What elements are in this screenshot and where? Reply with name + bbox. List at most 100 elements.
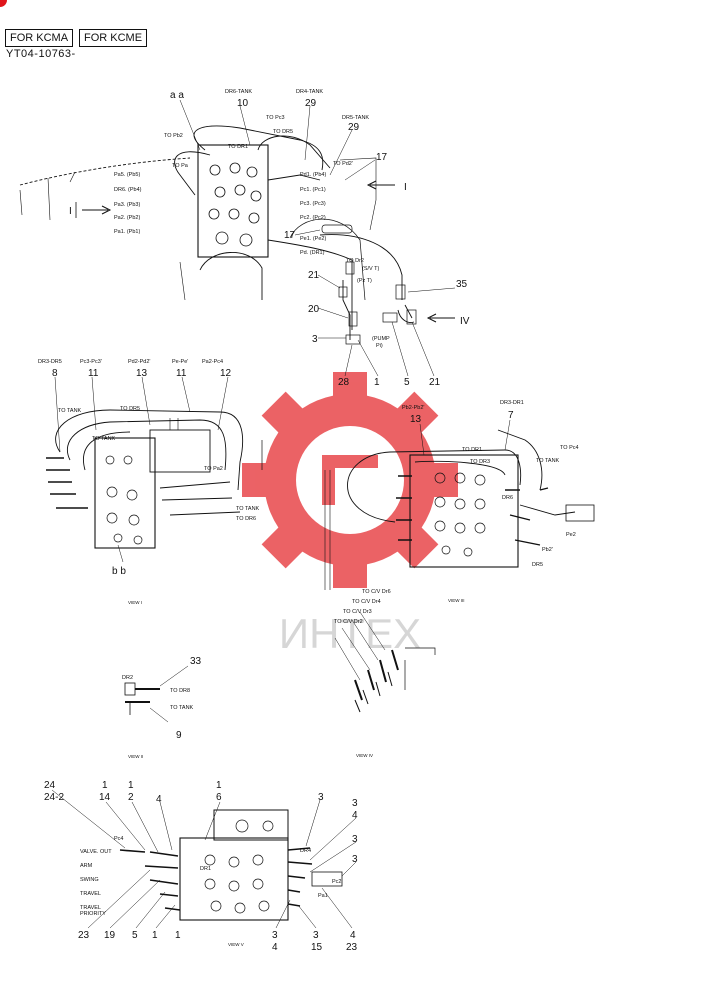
view-iv-leaders bbox=[334, 611, 386, 681]
top-view-labels: DR6-TANK DR4-TANK DR5-TANK TO Pb2 TO DR1… bbox=[114, 89, 390, 349]
label: TO Pa bbox=[172, 163, 189, 169]
view-v-tee bbox=[311, 871, 343, 887]
view-iii-hose-7 bbox=[497, 429, 543, 491]
fitting-21b bbox=[406, 309, 417, 325]
label: (PUMP bbox=[372, 336, 390, 342]
watermark-gear-hole bbox=[296, 426, 404, 534]
view-iv-caption: VIEW IV bbox=[356, 753, 373, 758]
label: PRIORITY bbox=[80, 911, 106, 917]
label: TRAVEL bbox=[80, 891, 101, 897]
view-ii-leaders bbox=[149, 665, 189, 723]
view-ii-caption: VIEW II bbox=[128, 754, 143, 759]
callout-1: 1 bbox=[374, 377, 380, 388]
callout-4c: 4 bbox=[272, 942, 278, 953]
hose-11-13 bbox=[55, 409, 244, 491]
callout-33: 33 bbox=[190, 656, 202, 667]
label: Pd1. (Pb4) bbox=[300, 172, 326, 178]
callout-35: 35 bbox=[456, 279, 468, 290]
callout-23b: 23 bbox=[346, 942, 358, 953]
label: Pb2-Pb2' bbox=[402, 405, 424, 411]
machine-outline bbox=[19, 157, 191, 186]
callout-4d: 4 bbox=[350, 930, 356, 941]
view-iii-caption: VIEW III bbox=[448, 598, 465, 603]
label: TO TANK bbox=[236, 506, 260, 512]
callout-19: 19 bbox=[104, 930, 116, 941]
view-v-ports bbox=[204, 819, 274, 914]
callout-21: 21 bbox=[308, 270, 320, 281]
label: Pc3-Pc3' bbox=[80, 359, 102, 365]
top-view bbox=[19, 99, 456, 377]
view-iv-fittings bbox=[354, 649, 399, 701]
hose-pd bbox=[267, 239, 353, 330]
view-i-text: DR3-DR5 Pc3-Pc3' Pd2-Pd2' Pe-Pe' Pa2-Pc4… bbox=[38, 359, 260, 605]
model-label-kcma: FOR KCMA bbox=[5, 29, 74, 47]
view-ii-fittings bbox=[125, 688, 160, 703]
label: DR1 bbox=[200, 866, 211, 872]
view-iii-leaders bbox=[419, 419, 511, 456]
view-i-fittings bbox=[46, 457, 88, 509]
callout-3: 3 bbox=[312, 334, 318, 345]
corner-mark bbox=[0, 0, 7, 7]
view-i-upper-block bbox=[149, 429, 211, 473]
label: TO DR8 bbox=[170, 688, 190, 694]
label: Pa1. (Pb1) bbox=[114, 229, 140, 235]
fitting-3 bbox=[345, 334, 361, 345]
view-iii-fittings bbox=[396, 475, 412, 541]
hose-sv bbox=[342, 280, 351, 340]
callout-21b: 21 bbox=[429, 377, 441, 388]
view-iv-text: TO C/V Dr6 TO C/V Dr4 TO C/V Dr3 TO C/V … bbox=[334, 589, 391, 758]
label: Pb2' bbox=[542, 547, 553, 553]
label: Pa2-Pc4 bbox=[202, 359, 223, 365]
callout-2: 2 bbox=[128, 792, 134, 803]
callout-3b: 3 bbox=[352, 798, 358, 809]
label: TO TANK bbox=[170, 705, 194, 711]
hose-pa2 bbox=[159, 481, 241, 516]
view-v-top-block bbox=[213, 809, 289, 841]
label: Pa3. (Pb3) bbox=[114, 202, 140, 208]
label: TO DR6 bbox=[236, 516, 256, 522]
callout-4b: 4 bbox=[352, 810, 358, 821]
view-iii-bar bbox=[324, 470, 331, 590]
watermark-gear-mark bbox=[322, 455, 378, 505]
view-i-leaders bbox=[54, 376, 229, 563]
view-iii-hose-pe2 bbox=[519, 504, 576, 516]
view-iii-text: Pb2-Pb2' DR3-DR1 13 7 TO Pc4 TO DR1 TO D… bbox=[402, 400, 579, 603]
arrow-i-right-icon bbox=[366, 180, 395, 190]
view-iii-hose-13 bbox=[347, 449, 522, 523]
callout-I-right: I bbox=[404, 182, 407, 193]
arrow-iv-icon bbox=[426, 313, 455, 323]
label: DR3-DR5 bbox=[38, 359, 62, 365]
callout-3c: 3 bbox=[352, 834, 358, 845]
view-iii-fittings-right bbox=[505, 487, 549, 546]
label: TO TANK bbox=[58, 408, 82, 414]
label: (S/V T) bbox=[362, 266, 379, 272]
label: TO DR5 bbox=[120, 406, 140, 412]
valve-ports bbox=[208, 162, 262, 247]
view-i-caption: VIEW I bbox=[128, 600, 142, 605]
label: Pd. (DR1) bbox=[300, 250, 325, 256]
view-i bbox=[46, 376, 263, 563]
view-iii-hose-dr3 bbox=[414, 460, 506, 476]
callout-7: 7 bbox=[508, 410, 514, 421]
view-iii bbox=[324, 419, 595, 590]
label: TO DR1 bbox=[228, 144, 248, 150]
callout-1: 1 bbox=[102, 780, 108, 791]
callout-14: 14 bbox=[99, 792, 111, 803]
hose-pd2 bbox=[267, 174, 321, 181]
model-label-kcme: FOR KCME bbox=[79, 29, 148, 47]
label: TO C/V Dr2 bbox=[334, 619, 363, 625]
callout-23: 23 bbox=[78, 930, 90, 941]
label: Pa5. (Pb5) bbox=[114, 172, 140, 178]
callout-24-2: 24-2 bbox=[44, 792, 64, 803]
label: TO TANK bbox=[92, 436, 116, 442]
label: VALVE. OUT bbox=[80, 849, 112, 855]
label: Pd2-Pd2' bbox=[128, 359, 150, 365]
callout-10: 10 bbox=[237, 98, 249, 109]
callout-3: 3 bbox=[318, 792, 324, 803]
callout-13: 13 bbox=[410, 414, 422, 425]
label: SWING bbox=[80, 877, 99, 883]
callout-15: 15 bbox=[311, 942, 323, 953]
label: TO Pc4 bbox=[560, 445, 579, 451]
label: Pc4 bbox=[114, 836, 123, 842]
